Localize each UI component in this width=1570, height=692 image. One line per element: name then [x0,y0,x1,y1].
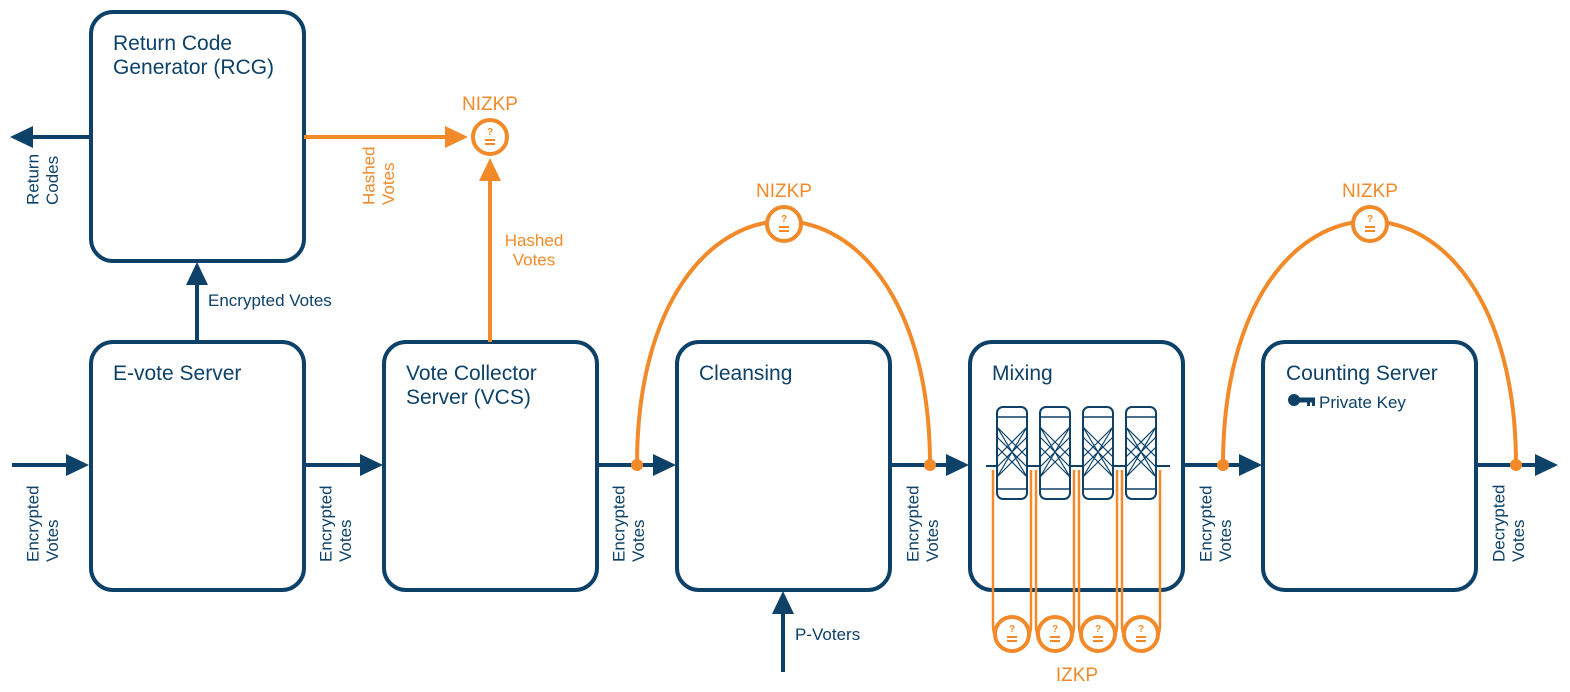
p-voters-label: P-Voters [795,625,860,644]
input-arrow-head [66,454,89,476]
return-codes-label: ReturnCodes [24,154,63,205]
proof-badge-icon [765,205,803,243]
counting-arc-end-dot [1510,459,1522,471]
proof-badge-icon [1122,615,1160,653]
encrypted-votes-label-1: EncryptedVotes [24,485,63,562]
encrypted-votes-label-5: EncryptedVotes [1197,485,1236,562]
izkp-label: IZKP [1056,665,1098,686]
cleansing-to-mixing-head [946,454,969,476]
rcg-hashed-head [445,126,468,148]
proof-badge-icon [1079,615,1117,653]
return-codes-head [10,126,33,148]
output-arrow-head [1535,454,1558,476]
rcg-hashed-votes-label: HashedVotes [360,146,399,205]
rcg-title-line-2: Generator (RCG) [113,56,274,79]
mixing-to-counting-head [1239,454,1262,476]
encrypted-votes-label-4: EncryptedVotes [904,485,943,562]
evote-to-rcg-head [186,262,208,285]
key-icon [1288,394,1315,406]
encrypted-votes-label-4-line-2: Votes [923,519,942,562]
counting-server-title: Counting Server [1286,362,1438,385]
vcs-hashed-head [479,158,501,181]
encrypted-votes-up-label: Encrypted Votes [208,291,332,310]
vcs-hashed-votes-label-line-2: Votes [513,251,556,270]
encrypted-votes-label-1-line-2: Votes [43,519,62,562]
shuffle-network-icon [986,406,1170,500]
rcg-hashed-votes-label-line-2: Votes [379,162,398,205]
encrypted-votes-label-2-line-2: Votes [336,519,355,562]
proof-badge-icon [1036,615,1074,653]
evote-server-title: E-vote Server [113,362,241,385]
vcs-title-line-2: Server (VCS) [406,386,531,409]
proof-badge-icon [1351,205,1389,243]
decrypted-votes-label-line-2: Votes [1509,519,1528,562]
nizkp-top-label: NIZKP [462,94,518,115]
evote-to-vcs-head [360,454,383,476]
mixing-title: Mixing [992,362,1053,385]
encrypted-votes-label-3-line-2: Votes [629,519,648,562]
decrypted-votes-label: DecryptedVotes [1490,485,1529,562]
private-key-label: Private Key [1319,393,1406,412]
cleansing-arc-start-dot [631,459,643,471]
nizkp-cleansing-label: NIZKP [756,181,812,202]
encrypted-votes-label-5-line-2: Votes [1216,519,1235,562]
counting-arc-start-dot [1217,459,1229,471]
return-codes-label-line-2: Codes [43,156,62,205]
proof-badge-icon [471,118,509,156]
cleansing-arc-end-dot [924,459,936,471]
encrypted-votes-label-3: EncryptedVotes [610,485,649,562]
cleansing-title: Cleansing [699,362,792,385]
nizkp-counting-label: NIZKP [1342,181,1398,202]
vcs-to-cleansing-head [653,454,676,476]
proof-badge-icon [993,615,1031,653]
p-voters-head [772,591,794,614]
encrypted-votes-label-2: EncryptedVotes [317,485,356,562]
